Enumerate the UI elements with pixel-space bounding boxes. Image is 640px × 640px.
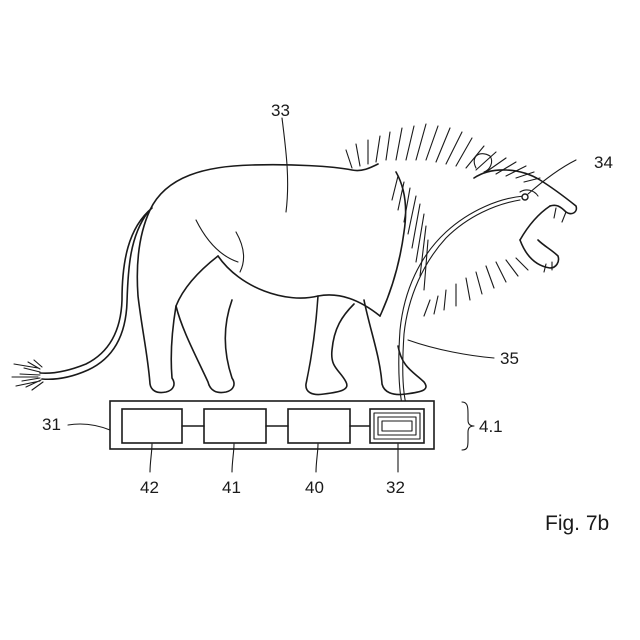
label-42: 42	[140, 478, 159, 497]
lion-lower-jaw	[520, 240, 559, 268]
lion-back	[150, 164, 378, 210]
module-41	[204, 409, 266, 443]
lion-head	[474, 170, 576, 214]
lion-illustration	[12, 124, 576, 404]
coil-32	[370, 409, 424, 443]
lion-hip-detail	[196, 220, 243, 272]
module-40	[288, 409, 350, 443]
label-35: 35	[500, 349, 519, 368]
lion-upper-jaw	[520, 206, 550, 240]
label-33: 33	[271, 101, 290, 120]
label-4-1: 4.1	[479, 417, 503, 436]
label-32: 32	[386, 478, 405, 497]
lion-front-leg-near	[306, 296, 354, 395]
module-42	[122, 409, 182, 443]
conduit-35	[399, 196, 524, 404]
lion-tail-tuft	[12, 360, 43, 390]
lion-tail	[40, 208, 152, 379]
label-41: 41	[222, 478, 241, 497]
lion-mane	[346, 124, 540, 290]
label-40: 40	[305, 478, 324, 497]
lion-teeth	[544, 208, 566, 272]
label-34: 34	[594, 153, 613, 172]
label-31: 31	[42, 415, 61, 434]
lion-front-leg-far	[364, 300, 426, 395]
sensor-34	[522, 194, 528, 200]
figure-caption: Fig. 7b	[545, 512, 609, 535]
brace-4-1	[462, 402, 474, 450]
lion-mane-lower	[424, 258, 528, 316]
lion-rear-leg-far	[176, 300, 234, 393]
base-unit-31	[110, 401, 434, 449]
